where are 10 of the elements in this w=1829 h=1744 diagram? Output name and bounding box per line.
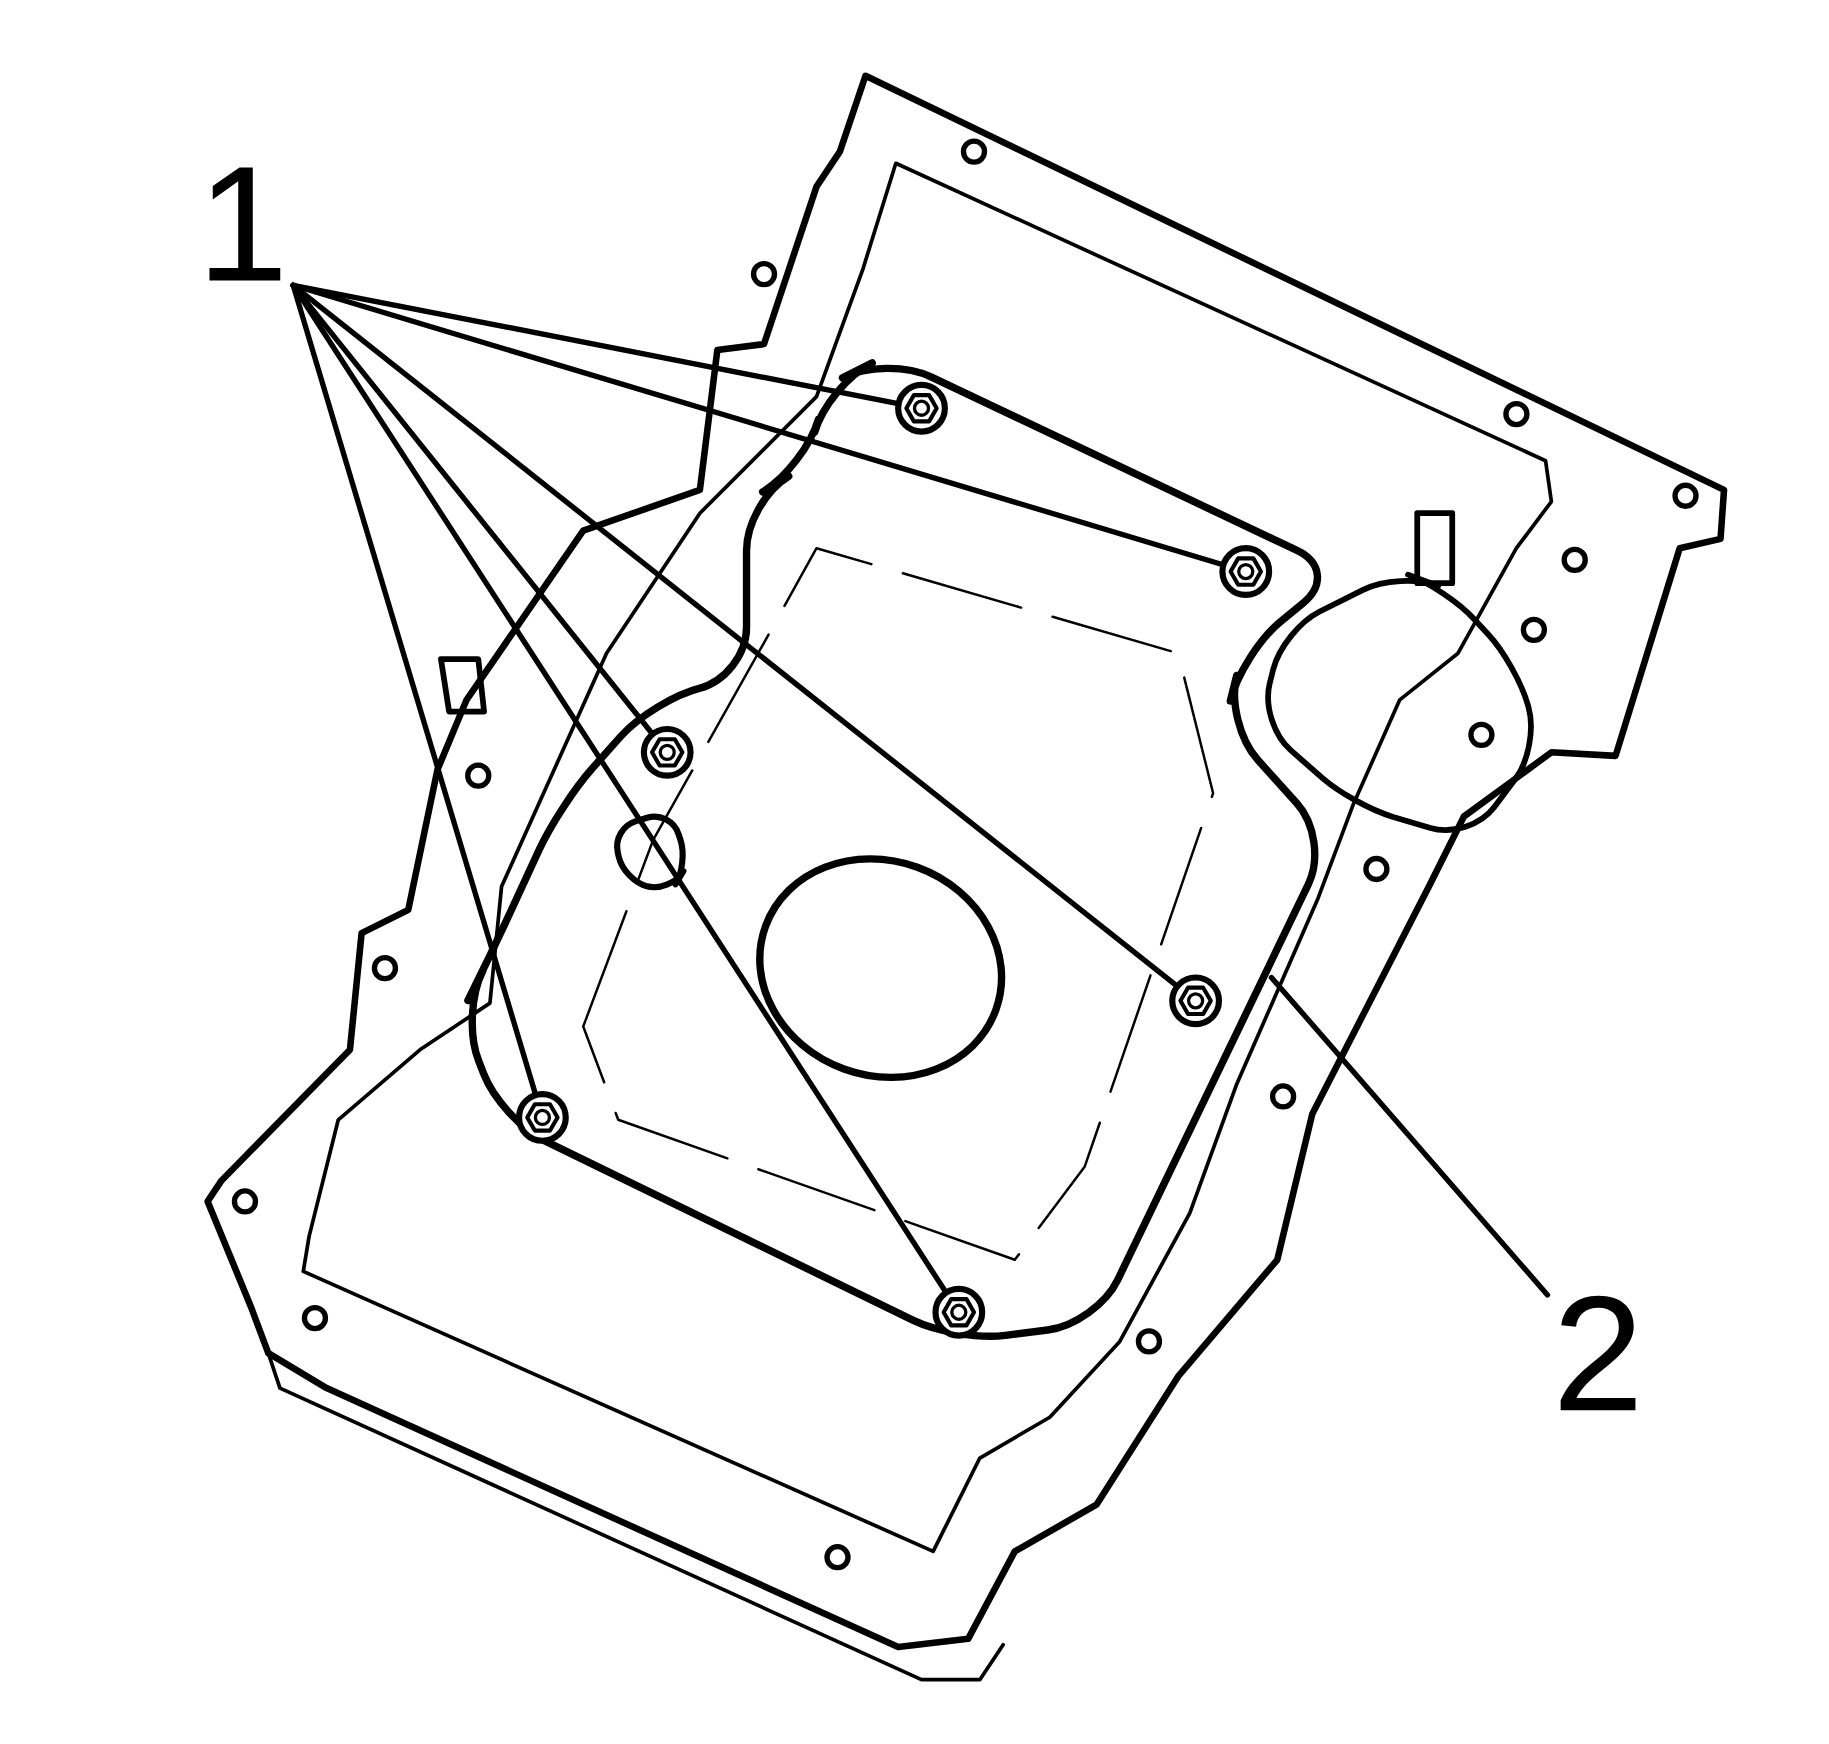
bolt-drawing [1169,974,1223,1028]
callout-number: 1 [209,167,281,281]
leader-line [1268,974,1551,1298]
leader-line [290,282,948,1293]
bolt-drawing [1219,545,1273,599]
callout-number: 2 [1560,1295,1636,1411]
bolt-drawing [516,1091,569,1144]
bolt-drawing [932,1285,986,1339]
bolt-drawing [895,381,948,435]
bolt-drawing [640,726,694,779]
